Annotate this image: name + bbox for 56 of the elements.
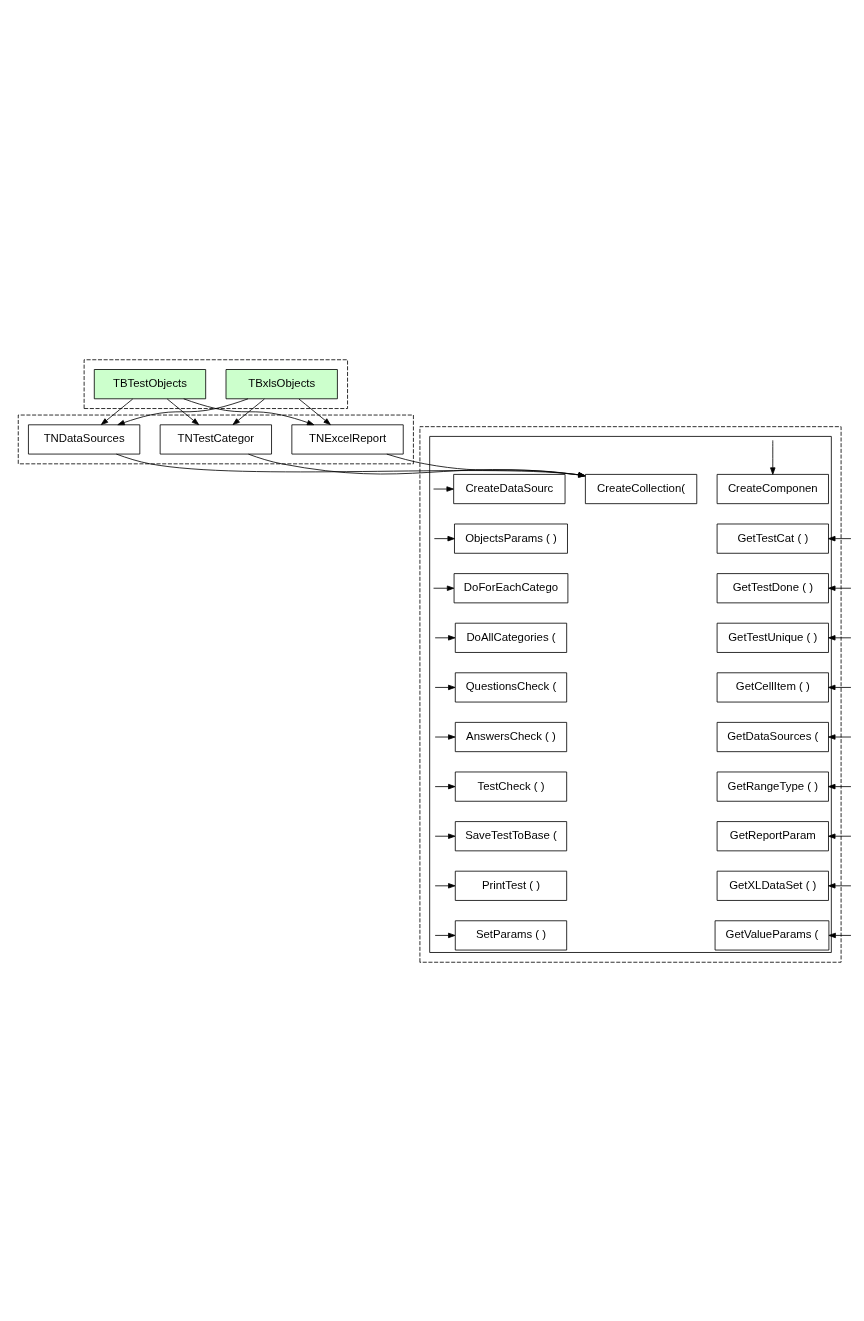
arrow — [828, 585, 852, 591]
node-box: GetTestCat ( ) — [716, 523, 829, 554]
arrow — [434, 833, 456, 839]
arrow — [434, 634, 456, 640]
node-box: GetTestDone ( ) — [716, 572, 829, 603]
arrow — [434, 783, 456, 789]
arrow — [100, 398, 134, 425]
arrow — [828, 783, 852, 789]
cluster — [83, 358, 348, 409]
node-box: TestCheck ( ) — [454, 771, 568, 802]
node-box: GetDataSources ( — [716, 721, 829, 752]
arrow — [828, 684, 852, 690]
arrow — [183, 397, 315, 425]
arrow — [434, 932, 456, 938]
arrow — [828, 733, 852, 740]
node-box: GetCellItem ( ) — [716, 671, 829, 702]
node-box: GetTestUnique ( ) — [716, 622, 829, 653]
arrow — [770, 439, 776, 475]
arrow — [166, 398, 200, 425]
node-box: CreateCollection( — [584, 473, 698, 504]
arrow — [828, 535, 852, 541]
node-box: CreateDataSourc — [453, 473, 566, 504]
node-box: GetXLDataSet ( ) — [716, 870, 829, 901]
arrow — [117, 397, 249, 425]
arrow — [433, 585, 455, 591]
node-box: AnswersCheck ( ) — [454, 721, 568, 752]
arrow — [828, 882, 852, 888]
node-box: GetReportParam — [716, 820, 829, 851]
arrow — [248, 453, 586, 477]
node-box: TNExcelReport — [291, 423, 404, 454]
arrow — [434, 684, 456, 690]
node-box: SetParams ( ) — [454, 919, 568, 950]
node-box: DoAllCategories ( — [454, 622, 568, 653]
node-box: TNDataSources — [28, 423, 141, 454]
node-box: TBxlsObjects — [225, 368, 338, 399]
node-box: CreateComponen — [716, 473, 829, 504]
node-box: PrintTest ( ) — [454, 870, 568, 901]
node-box: QuestionsCheck ( — [454, 671, 568, 702]
node-box: TNTestCategor — [159, 423, 272, 454]
node-box: SaveTestToBase ( — [454, 820, 568, 851]
arrow — [115, 453, 586, 477]
arrow — [828, 833, 852, 839]
arrow — [298, 398, 331, 425]
arrow — [433, 485, 454, 492]
node-box: GetRangeType ( ) — [716, 771, 829, 802]
arrow — [433, 535, 455, 541]
node-box: TBTestObjects — [93, 368, 207, 399]
arrow — [232, 398, 265, 425]
node-box: GetValueParams ( — [714, 919, 830, 950]
arrow — [828, 634, 852, 640]
arrow — [828, 932, 852, 938]
arrow — [434, 882, 456, 888]
node-box: DoForEachCatego — [453, 572, 569, 603]
arrow — [386, 453, 586, 478]
arrow — [434, 733, 456, 740]
node-box: ObjectsParams ( ) — [454, 523, 568, 554]
